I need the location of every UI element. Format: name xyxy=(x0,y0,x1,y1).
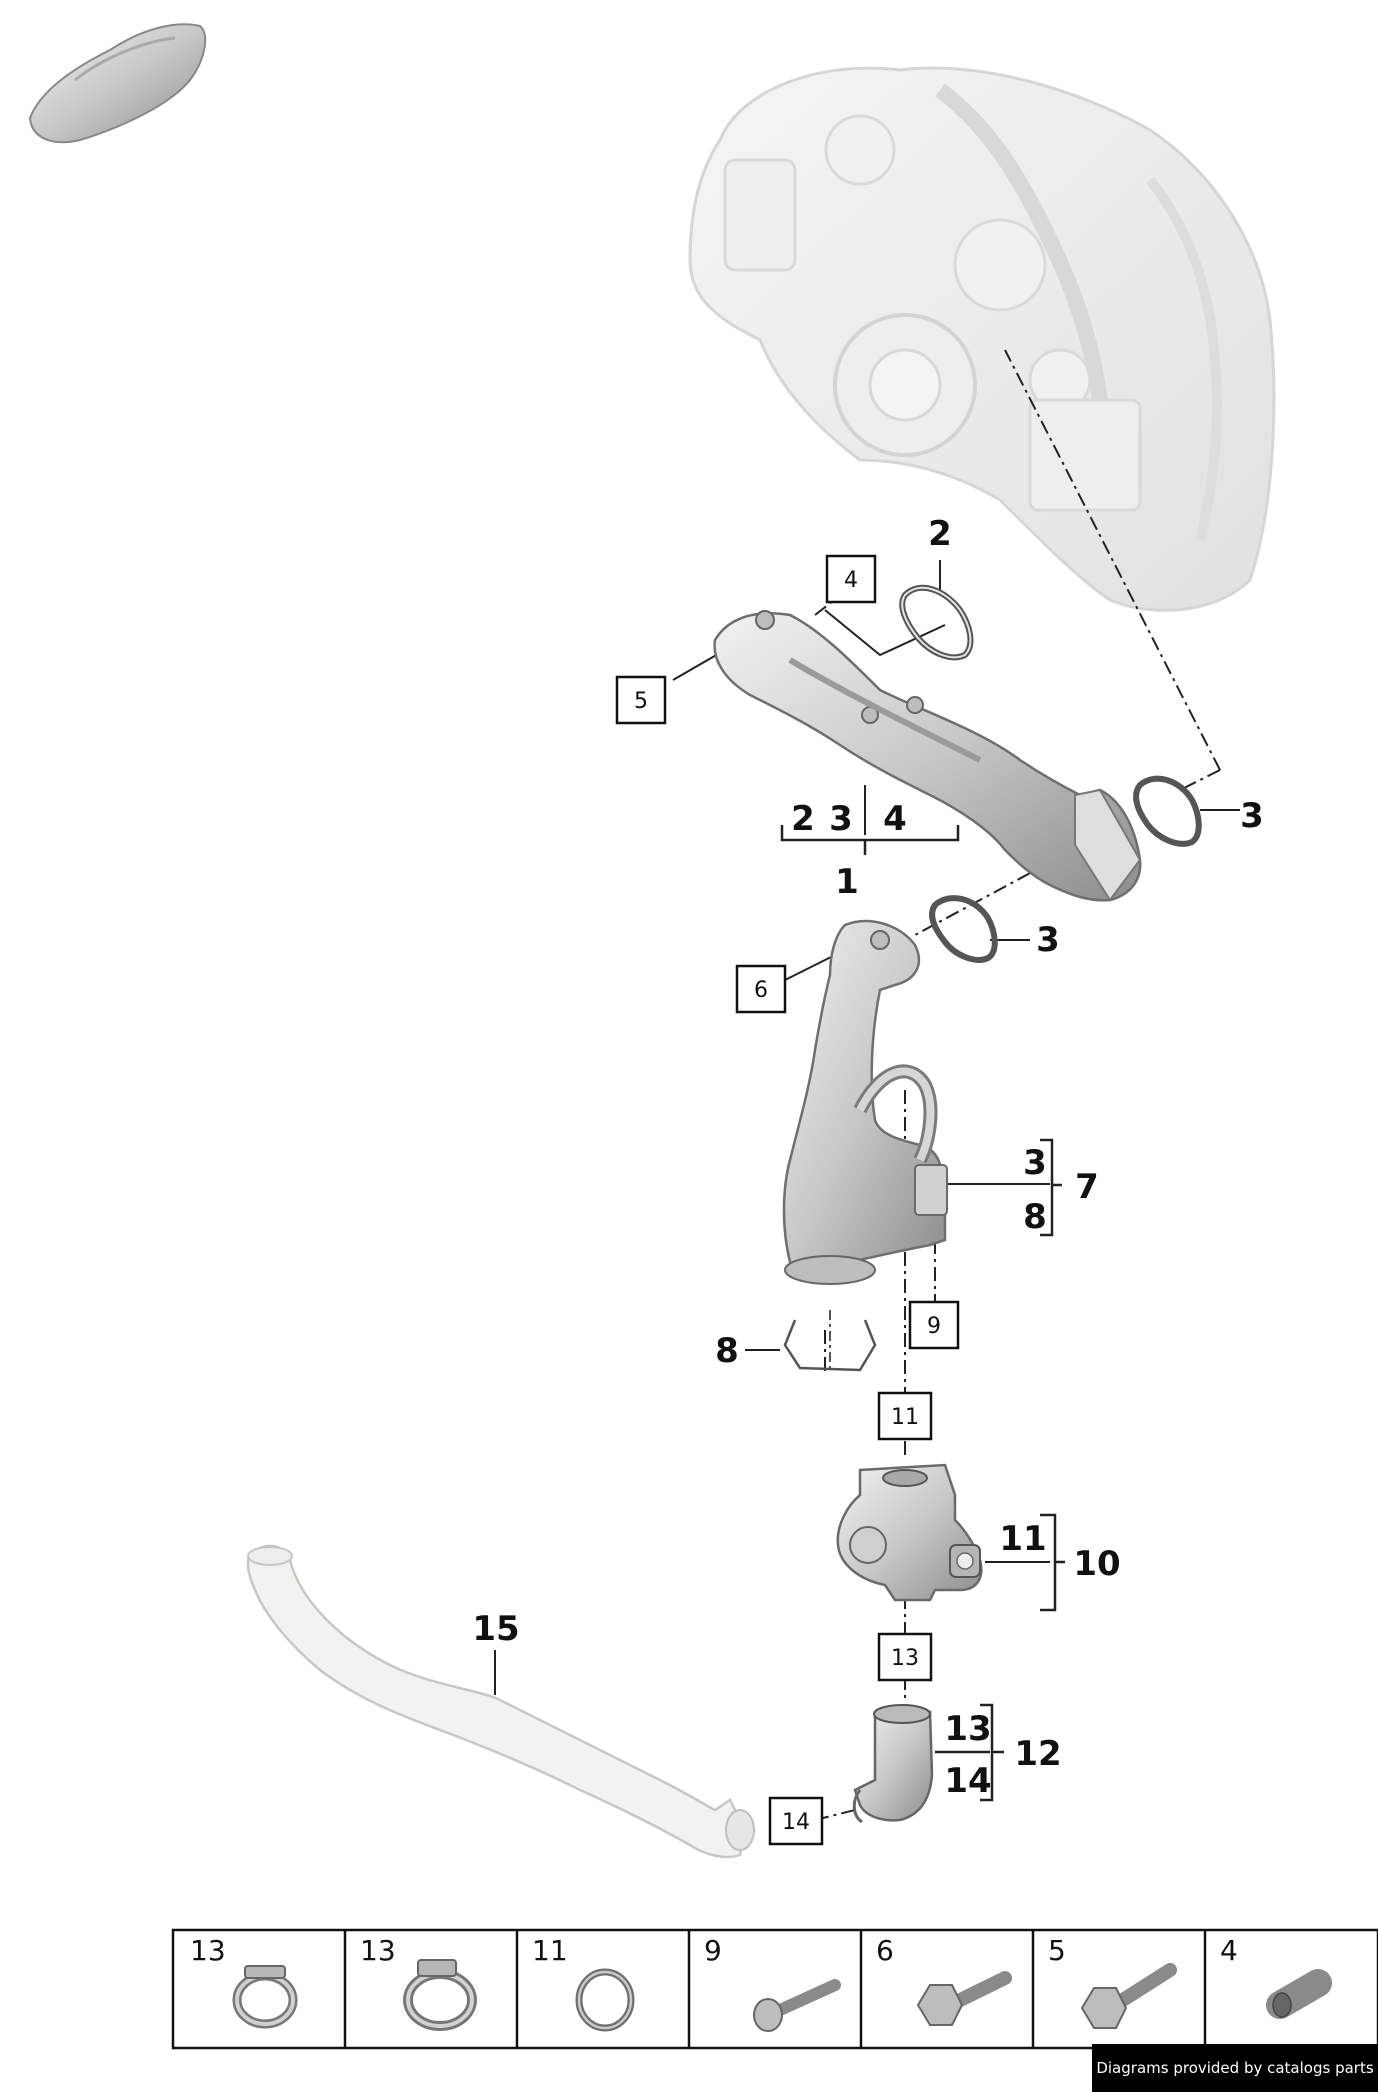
callout-15: 15 xyxy=(472,1609,519,1649)
gasket-part-2[interactable] xyxy=(899,584,974,661)
callout-3-right: 3 xyxy=(1240,796,1264,836)
box-ref-4: 4 xyxy=(825,554,877,604)
box-ref-11: 11 xyxy=(877,1391,933,1441)
coolant-pipe-part-15[interactable] xyxy=(246,1544,755,1859)
gasket-part-3-right[interactable] xyxy=(1133,775,1202,847)
car-thumbnail-icon xyxy=(28,23,207,144)
torx-bolt-icon xyxy=(916,1971,1012,2026)
callout-11-bracket: 11 xyxy=(999,1519,1046,1559)
box-ref-14: 14 xyxy=(768,1796,824,1846)
svg-text:9: 9 xyxy=(927,1314,941,1339)
legend-item-torx-bolt[interactable]: 6 xyxy=(876,1934,1012,2026)
svg-text:13: 13 xyxy=(360,1934,396,1967)
callout-4-group: 4 xyxy=(883,799,907,839)
parts-legend: 13 13 11 9 xyxy=(171,1928,1378,2050)
group-bracket-12 xyxy=(935,1703,1004,1802)
callout-2-group: 2 xyxy=(791,799,815,839)
sleeve-icon xyxy=(1266,1969,1332,2019)
callout-3-bracket-7: 3 xyxy=(1023,1143,1047,1183)
box-ref-6: 6 xyxy=(735,964,787,1014)
water-valve-part-10[interactable] xyxy=(836,1463,983,1602)
hose-elbow-part-12[interactable] xyxy=(852,1704,934,1824)
svg-text:4: 4 xyxy=(844,568,858,593)
svg-text:14: 14 xyxy=(782,1810,810,1835)
svg-text:5: 5 xyxy=(634,689,648,714)
callout-2-top: 2 xyxy=(928,514,952,554)
svg-text:13: 13 xyxy=(190,1934,226,1967)
group-bracket-1 xyxy=(780,825,960,855)
svg-text:13: 13 xyxy=(891,1646,919,1671)
footer-credit: Diagrams provided by catalogs parts xyxy=(1092,2044,1378,2092)
callout-3-mid: 3 xyxy=(1036,920,1060,960)
group-bracket-10 xyxy=(1040,1513,1065,1612)
callout-10: 10 xyxy=(1073,1544,1120,1584)
legend-item-o-ring[interactable]: 11 xyxy=(532,1934,635,2032)
callout-12: 12 xyxy=(1014,1734,1061,1774)
svg-text:11: 11 xyxy=(532,1934,568,1967)
box-ref-13: 13 xyxy=(877,1632,933,1682)
hose-clamp-icon xyxy=(232,1965,298,2029)
callout-1: 1 xyxy=(835,862,859,902)
screw-icon xyxy=(753,1979,841,2032)
svg-text:5: 5 xyxy=(1048,1934,1066,1967)
flange-bolt-icon xyxy=(1080,1963,1177,2029)
callout-14-bracket: 14 xyxy=(944,1761,991,1801)
box-ref-9: 9 xyxy=(908,1300,960,1350)
callout-7: 7 xyxy=(1075,1167,1099,1207)
gasket-part-3-mid[interactable] xyxy=(929,895,998,963)
group-bracket-7 xyxy=(1040,1138,1062,1237)
legend-item-spring-clamp[interactable]: 13 xyxy=(360,1934,477,2031)
legend-item-screw[interactable]: 9 xyxy=(704,1934,841,2032)
svg-text:6: 6 xyxy=(876,1934,894,1967)
svg-text:4: 4 xyxy=(1220,1934,1238,1967)
coolant-manifold-part[interactable] xyxy=(713,610,1142,902)
legend-item-hose-clamp[interactable]: 13 xyxy=(190,1934,298,2029)
svg-text:9: 9 xyxy=(704,1934,722,1967)
coolant-pipe-part-7[interactable] xyxy=(782,919,948,1285)
svg-text:6: 6 xyxy=(754,978,768,1003)
callout-3-group: 3 xyxy=(829,799,853,839)
legend-item-sleeve[interactable]: 4 xyxy=(1220,1934,1332,2019)
svg-text:11: 11 xyxy=(891,1405,919,1430)
o-ring-icon xyxy=(575,1968,635,2032)
retaining-clip-part-8[interactable] xyxy=(783,1310,877,1372)
legend-item-flange-bolt[interactable]: 5 xyxy=(1048,1934,1177,2029)
engine-ghost-illustration xyxy=(688,66,1276,612)
callout-13-bracket: 13 xyxy=(944,1709,991,1749)
spring-clamp-icon xyxy=(403,1959,477,2031)
callout-8-bracket-7: 8 xyxy=(1023,1197,1047,1237)
box-ref-5: 5 xyxy=(615,675,667,725)
callout-8-left: 8 xyxy=(715,1331,739,1371)
